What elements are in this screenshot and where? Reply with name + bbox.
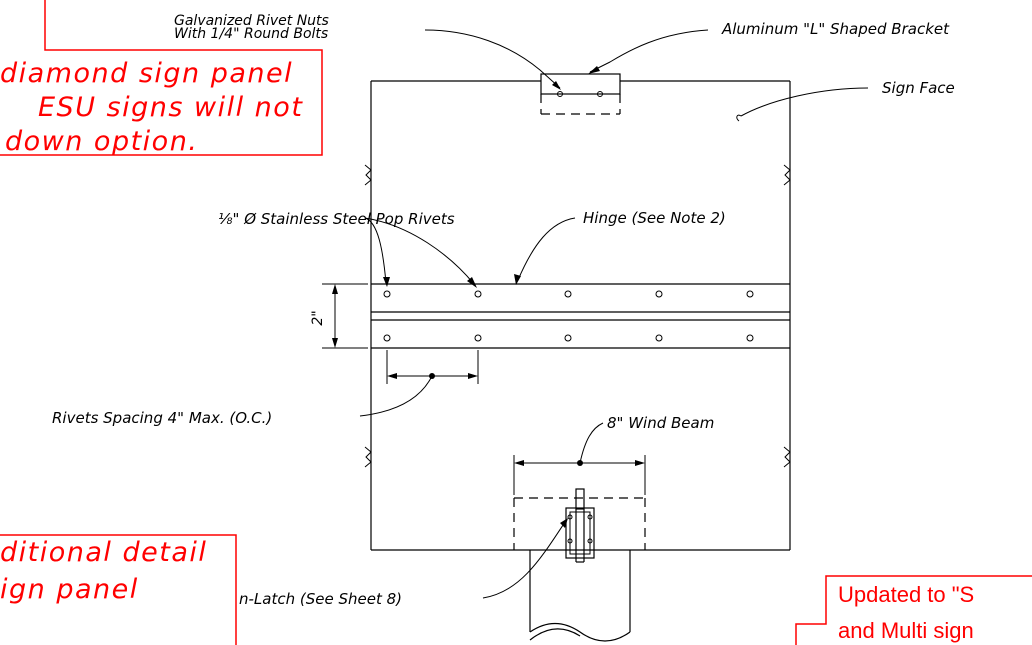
l-shaped-bracket bbox=[540, 73, 621, 115]
break-symbols bbox=[364, 164, 791, 468]
leader-sign-face bbox=[736, 87, 869, 122]
label-rivet-nuts-line2: With 1/4" Round Bolts bbox=[174, 26, 328, 42]
hinge bbox=[371, 283, 790, 349]
note-bottom-left-line1: ditional detail bbox=[0, 537, 207, 568]
note-bottom-right-line1: Updated to "S bbox=[838, 582, 974, 607]
dimension-2in: 2" bbox=[310, 283, 368, 349]
label-rivet-nuts-line1: Galvanized Rivet Nuts bbox=[174, 13, 329, 29]
note-bottom-right-box bbox=[795, 575, 1032, 645]
dimension-2in-label: 2" bbox=[310, 310, 326, 325]
latch bbox=[482, 488, 595, 599]
note-top-left-line2: ESU signs will not bbox=[38, 92, 303, 123]
label-bracket: Aluminum "L" Shaped Bracket bbox=[721, 20, 950, 38]
leader-pop-rivets bbox=[364, 217, 477, 288]
leader-bracket bbox=[588, 29, 709, 74]
note-bottom-left-box bbox=[0, 534, 237, 645]
note-bottom-right: Updated to "S and Multi sign bbox=[838, 582, 974, 643]
label-rivet-nuts: Galvanized Rivet Nuts With 1/4" Round Bo… bbox=[174, 13, 329, 42]
label-latch: n-Latch (See Sheet 8) bbox=[239, 590, 402, 608]
note-bottom-left: ditional detail ign panel bbox=[0, 537, 207, 605]
label-wind-beam: 8" Wind Beam bbox=[607, 414, 714, 432]
note-bottom-right-line2: and Multi sign bbox=[838, 618, 974, 643]
note-top-left-box bbox=[0, 0, 323, 156]
label-rivet-spacing: Rivets Spacing 4" Max. (O.C.) bbox=[52, 409, 272, 427]
label-hinge: Hinge (See Note 2) bbox=[583, 209, 726, 227]
post bbox=[529, 550, 631, 642]
note-top-left: diamond sign panel ESU signs will not do… bbox=[0, 58, 303, 157]
note-bottom-left-line2: ign panel bbox=[0, 574, 139, 605]
leader-rivet-nuts bbox=[424, 29, 561, 90]
leader-hinge bbox=[514, 217, 576, 285]
sign-panel-outline bbox=[370, 80, 791, 551]
rivet-spacing-dimension bbox=[359, 350, 479, 417]
note-top-left-line3: down option. bbox=[5, 126, 198, 157]
label-pop-rivets: ⅛" Ø Stainless Steel Pop Rivets bbox=[218, 210, 455, 228]
note-top-left-line1: diamond sign panel bbox=[0, 58, 293, 89]
label-sign-face: Sign Face bbox=[882, 79, 955, 97]
wind-beam bbox=[513, 422, 646, 550]
